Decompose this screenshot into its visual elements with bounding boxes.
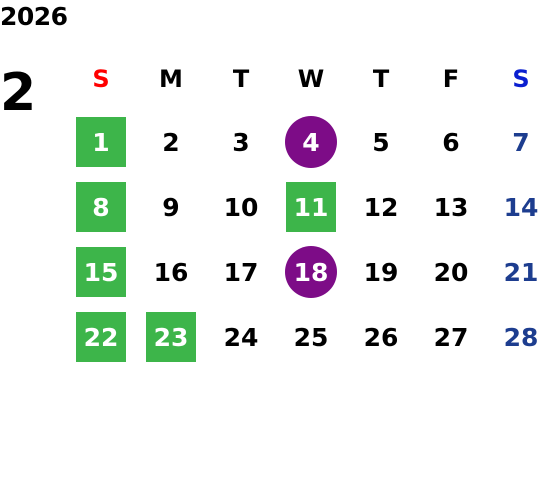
day-cell[interactable]: 2 xyxy=(162,128,180,157)
day-cell[interactable]: 25 xyxy=(293,323,329,352)
day-cell[interactable]: 13 xyxy=(433,193,469,222)
day-cell[interactable]: 20 xyxy=(433,258,469,287)
calendar-grid: S M T W T F S 1 2 3 4 5 6 7 8 9 10 11 12… xyxy=(66,48,548,370)
day-cell[interactable]: 24 xyxy=(223,323,259,352)
weekday-wednesday: W xyxy=(297,65,325,93)
day-cell[interactable]: 19 xyxy=(363,258,399,287)
weekday-friday: F xyxy=(442,65,460,93)
day-cell[interactable]: 11 xyxy=(276,175,346,240)
day-cell[interactable]: 8 xyxy=(66,175,136,240)
day-cell[interactable]: 23 xyxy=(136,305,206,370)
weekday-thursday: T xyxy=(372,65,390,93)
day-cell[interactable]: 27 xyxy=(433,323,469,352)
day-cell[interactable]: 7 xyxy=(512,128,530,157)
day-cell[interactable]: 14 xyxy=(503,193,539,222)
day-cell[interactable]: 28 xyxy=(503,323,539,352)
day-cell[interactable]: 21 xyxy=(503,258,539,287)
month-number: 2 xyxy=(0,63,37,123)
weekday-sunday: S xyxy=(92,65,110,93)
day-cell[interactable]: 22 xyxy=(66,305,136,370)
day-cell[interactable]: 5 xyxy=(372,128,390,157)
day-cell[interactable]: 9 xyxy=(162,193,180,222)
day-cell[interactable]: 16 xyxy=(153,258,189,287)
weekday-tuesday: T xyxy=(232,65,250,93)
day-cell[interactable]: 6 xyxy=(442,128,460,157)
day-cell[interactable]: 18 xyxy=(276,240,346,305)
day-cell[interactable]: 10 xyxy=(223,193,259,222)
weekday-monday: M xyxy=(159,65,183,93)
day-cell[interactable]: 17 xyxy=(223,258,259,287)
day-cell[interactable]: 1 xyxy=(66,110,136,175)
day-cell[interactable]: 26 xyxy=(363,323,399,352)
weekday-saturday: S xyxy=(512,65,530,93)
day-cell[interactable]: 15 xyxy=(66,240,136,305)
day-cell[interactable]: 3 xyxy=(232,128,250,157)
year-label: 2026 xyxy=(0,2,68,31)
day-cell[interactable]: 12 xyxy=(363,193,399,222)
day-cell[interactable]: 4 xyxy=(276,110,346,175)
